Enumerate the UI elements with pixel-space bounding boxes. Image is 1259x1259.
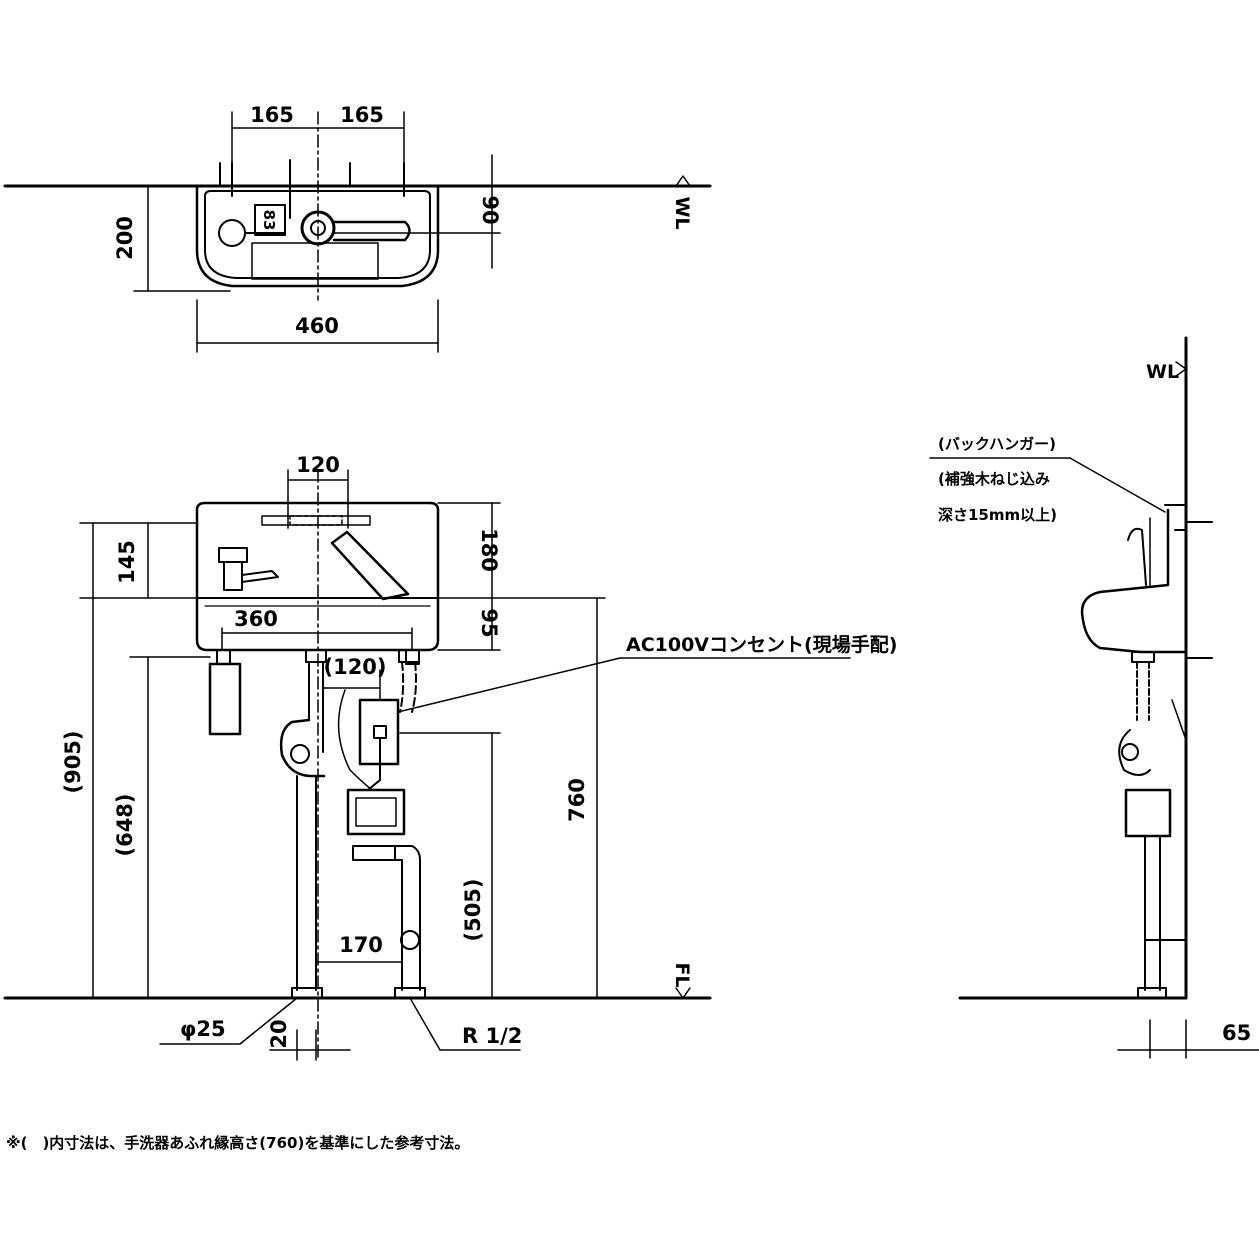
front-dim-top-to-rim: 145 bbox=[115, 540, 139, 584]
front-dim-mount-spacing: 360 bbox=[234, 607, 278, 631]
front-dim-bottom-height: (648) bbox=[113, 793, 137, 856]
side-view bbox=[929, 336, 1259, 1059]
plan-dim-width: 460 bbox=[295, 314, 339, 338]
front-solenoid bbox=[346, 788, 406, 836]
plan-labels: 165 165 200 90 460 83 WL bbox=[113, 103, 693, 338]
plan-basin-outline bbox=[195, 184, 440, 288]
front-dim-outlet-height: (505) bbox=[461, 878, 485, 941]
front-dim-pipe-spacing: 170 bbox=[339, 933, 383, 957]
plan-bowl-mark: 83 bbox=[260, 210, 278, 231]
side-hanger-label-2: (補強木ねじ込み bbox=[938, 470, 1050, 488]
side-level-wl: WL bbox=[1146, 361, 1179, 383]
footnote: ※( )内寸法は、手洗器あふれ縁高さ(760)を基準にした参考寸法。 bbox=[6, 1134, 469, 1152]
front-view bbox=[3, 469, 851, 1061]
plan-level-wl: WL bbox=[671, 196, 693, 229]
front-dim-pipe-wall-offset: 20 bbox=[267, 1019, 291, 1048]
side-dim-wall-offset: 65 bbox=[1222, 1021, 1251, 1045]
plan-basin-inner bbox=[204, 190, 431, 279]
side-solenoid bbox=[1124, 788, 1172, 838]
plan-bowl-mark-box bbox=[254, 204, 286, 236]
front-dim-rim-height: 760 bbox=[565, 778, 589, 822]
plan-dim-drain-offset: 90 bbox=[478, 195, 502, 224]
front-outlet-label: AC100Vコンセント(現場手配) bbox=[626, 633, 897, 656]
plan-faucet-circle bbox=[218, 219, 246, 247]
front-dim-pipe-dia: φ25 bbox=[180, 1017, 226, 1041]
side-labels: WL (バックハンガー) (補強木ねじ込み 深さ15mm以上) 65 bbox=[938, 361, 1251, 1045]
plan-spout bbox=[332, 220, 411, 242]
front-dim-rim-to-bottom: 95 bbox=[477, 608, 501, 637]
front-dim-overall-height: (905) bbox=[61, 730, 85, 793]
front-dim-faucet-spacing: 120 bbox=[296, 453, 340, 477]
front-dim-tank-height: 180 bbox=[477, 528, 501, 572]
front-bracket bbox=[208, 662, 242, 736]
front-trap bbox=[279, 718, 326, 778]
front-level-fl: FL bbox=[671, 962, 693, 987]
front-spout bbox=[330, 530, 410, 601]
front-faucet bbox=[218, 547, 248, 563]
front-supply-thread: R 1/2 bbox=[462, 1024, 522, 1048]
side-hanger-label-1: (バックハンガー) bbox=[938, 435, 1056, 453]
side-hanger-label-3: 深さ15mm以上) bbox=[938, 506, 1057, 524]
front-dim-trap-offset: (120) bbox=[323, 655, 386, 679]
plan-view bbox=[3, 111, 712, 353]
front-tank-body bbox=[195, 501, 440, 652]
plan-dim-left-half: 165 bbox=[250, 103, 294, 127]
front-labels: 120 145 180 360 95 (905) (648) 760 (505)… bbox=[61, 453, 897, 1049]
side-basin-profile bbox=[1080, 508, 1188, 654]
plan-dim-depth: 200 bbox=[113, 216, 137, 260]
plan-dim-right-half: 165 bbox=[340, 103, 384, 127]
